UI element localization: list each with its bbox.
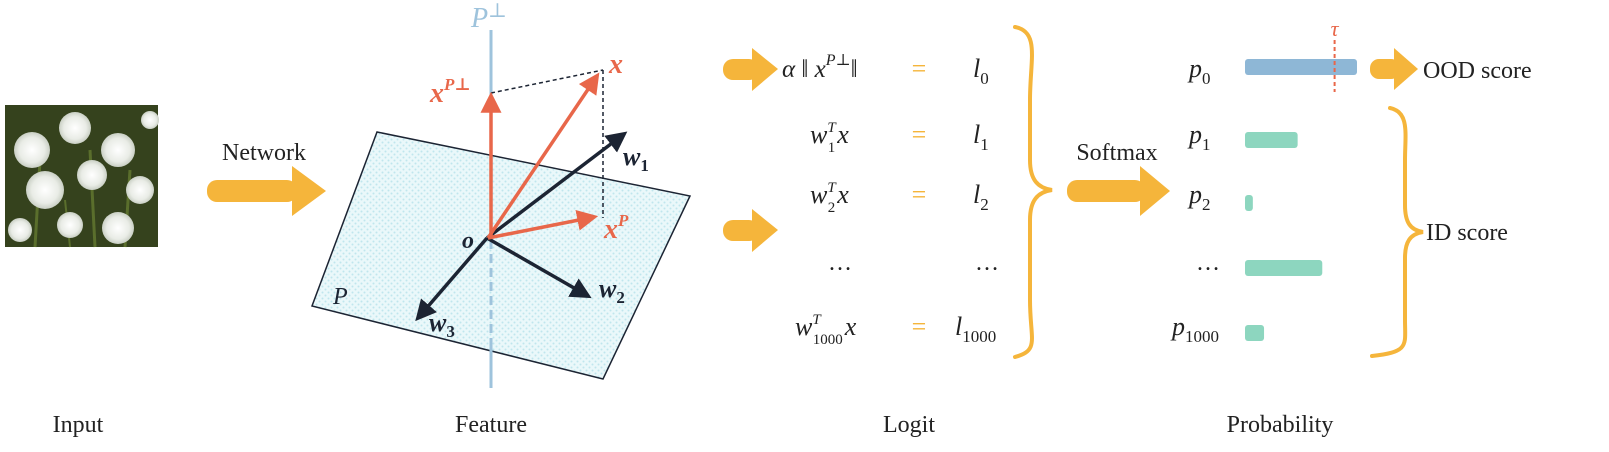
w1-label: w1	[623, 142, 649, 175]
ood-score-label: OOD score	[1423, 58, 1532, 84]
w3-label: w3	[429, 308, 455, 341]
prob-bar-1	[1245, 132, 1298, 148]
x-label: x	[608, 49, 623, 80]
prob-bar-2	[1245, 195, 1253, 211]
prob-label-ellipsis: …	[1196, 250, 1220, 276]
w2-label: w2	[599, 274, 625, 307]
x-perp-label: xP⊥	[429, 75, 471, 109]
id-score-label: ID score	[1426, 220, 1508, 246]
section-feature: Feature	[455, 412, 527, 438]
x-proj-label: xP	[603, 211, 629, 245]
softmax-label: Softmax	[1076, 140, 1157, 166]
svg-text:=: =	[912, 180, 927, 209]
svg-text:l2: l2	[973, 180, 989, 214]
w1-vector	[485, 131, 628, 240]
x-vector	[486, 72, 600, 239]
svg-text:l1000: l1000	[955, 312, 996, 346]
w2-vector	[486, 236, 592, 299]
arrow-to-logit-bottom	[723, 209, 778, 252]
network-label: Network	[222, 140, 306, 166]
softmax-arrow	[1067, 166, 1170, 216]
probability-labels: p0 p1 p2 … p1000	[1170, 54, 1220, 346]
section-logit: Logit	[883, 412, 935, 438]
svg-text:=: =	[912, 54, 927, 83]
prob-label-0: p0	[1187, 54, 1211, 88]
network-arrow	[207, 166, 326, 216]
threshold-label: τ	[1331, 16, 1340, 41]
section-probability: Probability	[1227, 412, 1334, 438]
w3-vector	[415, 236, 489, 322]
svg-text:l1: l1	[973, 120, 989, 154]
logit-row-ellipsis: … …	[828, 250, 999, 276]
id-brace	[1370, 106, 1424, 358]
section-input: Input	[53, 412, 104, 438]
prob-bar-0	[1245, 59, 1357, 75]
svg-text:=: =	[912, 120, 927, 149]
plane-label: P	[332, 284, 348, 310]
svg-text:=: =	[912, 312, 927, 341]
prob-bar-4	[1245, 325, 1265, 341]
logit-row-0: α ‖ xP⊥‖ = l0	[782, 52, 989, 88]
logit-brace	[1013, 25, 1053, 359]
ood-arrow	[1370, 48, 1418, 90]
prob-bar-3	[1245, 260, 1323, 276]
dandelion-photo	[5, 105, 159, 248]
svg-text:α ‖ xP⊥‖: α ‖ xP⊥‖	[782, 52, 858, 83]
prob-label-1000: p1000	[1170, 312, 1219, 346]
axis-perp-label: P⊥	[470, 0, 507, 34]
svg-text:…: …	[975, 250, 999, 276]
probability-bars	[1245, 59, 1357, 341]
feature-space: P⊥ P o x xP⊥ xP w1 w2 w3	[311, 0, 692, 388]
arrow-to-logit-top	[723, 48, 778, 91]
svg-text:l0: l0	[973, 54, 989, 88]
plane-p	[311, 131, 692, 380]
threshold-marker: τ	[1331, 16, 1340, 92]
prob-label-1: p1	[1187, 120, 1211, 154]
x-proj-vector	[487, 209, 599, 240]
origin-label: o	[462, 228, 474, 254]
svg-text:…: …	[828, 250, 852, 276]
prob-label-2: p2	[1187, 180, 1211, 214]
